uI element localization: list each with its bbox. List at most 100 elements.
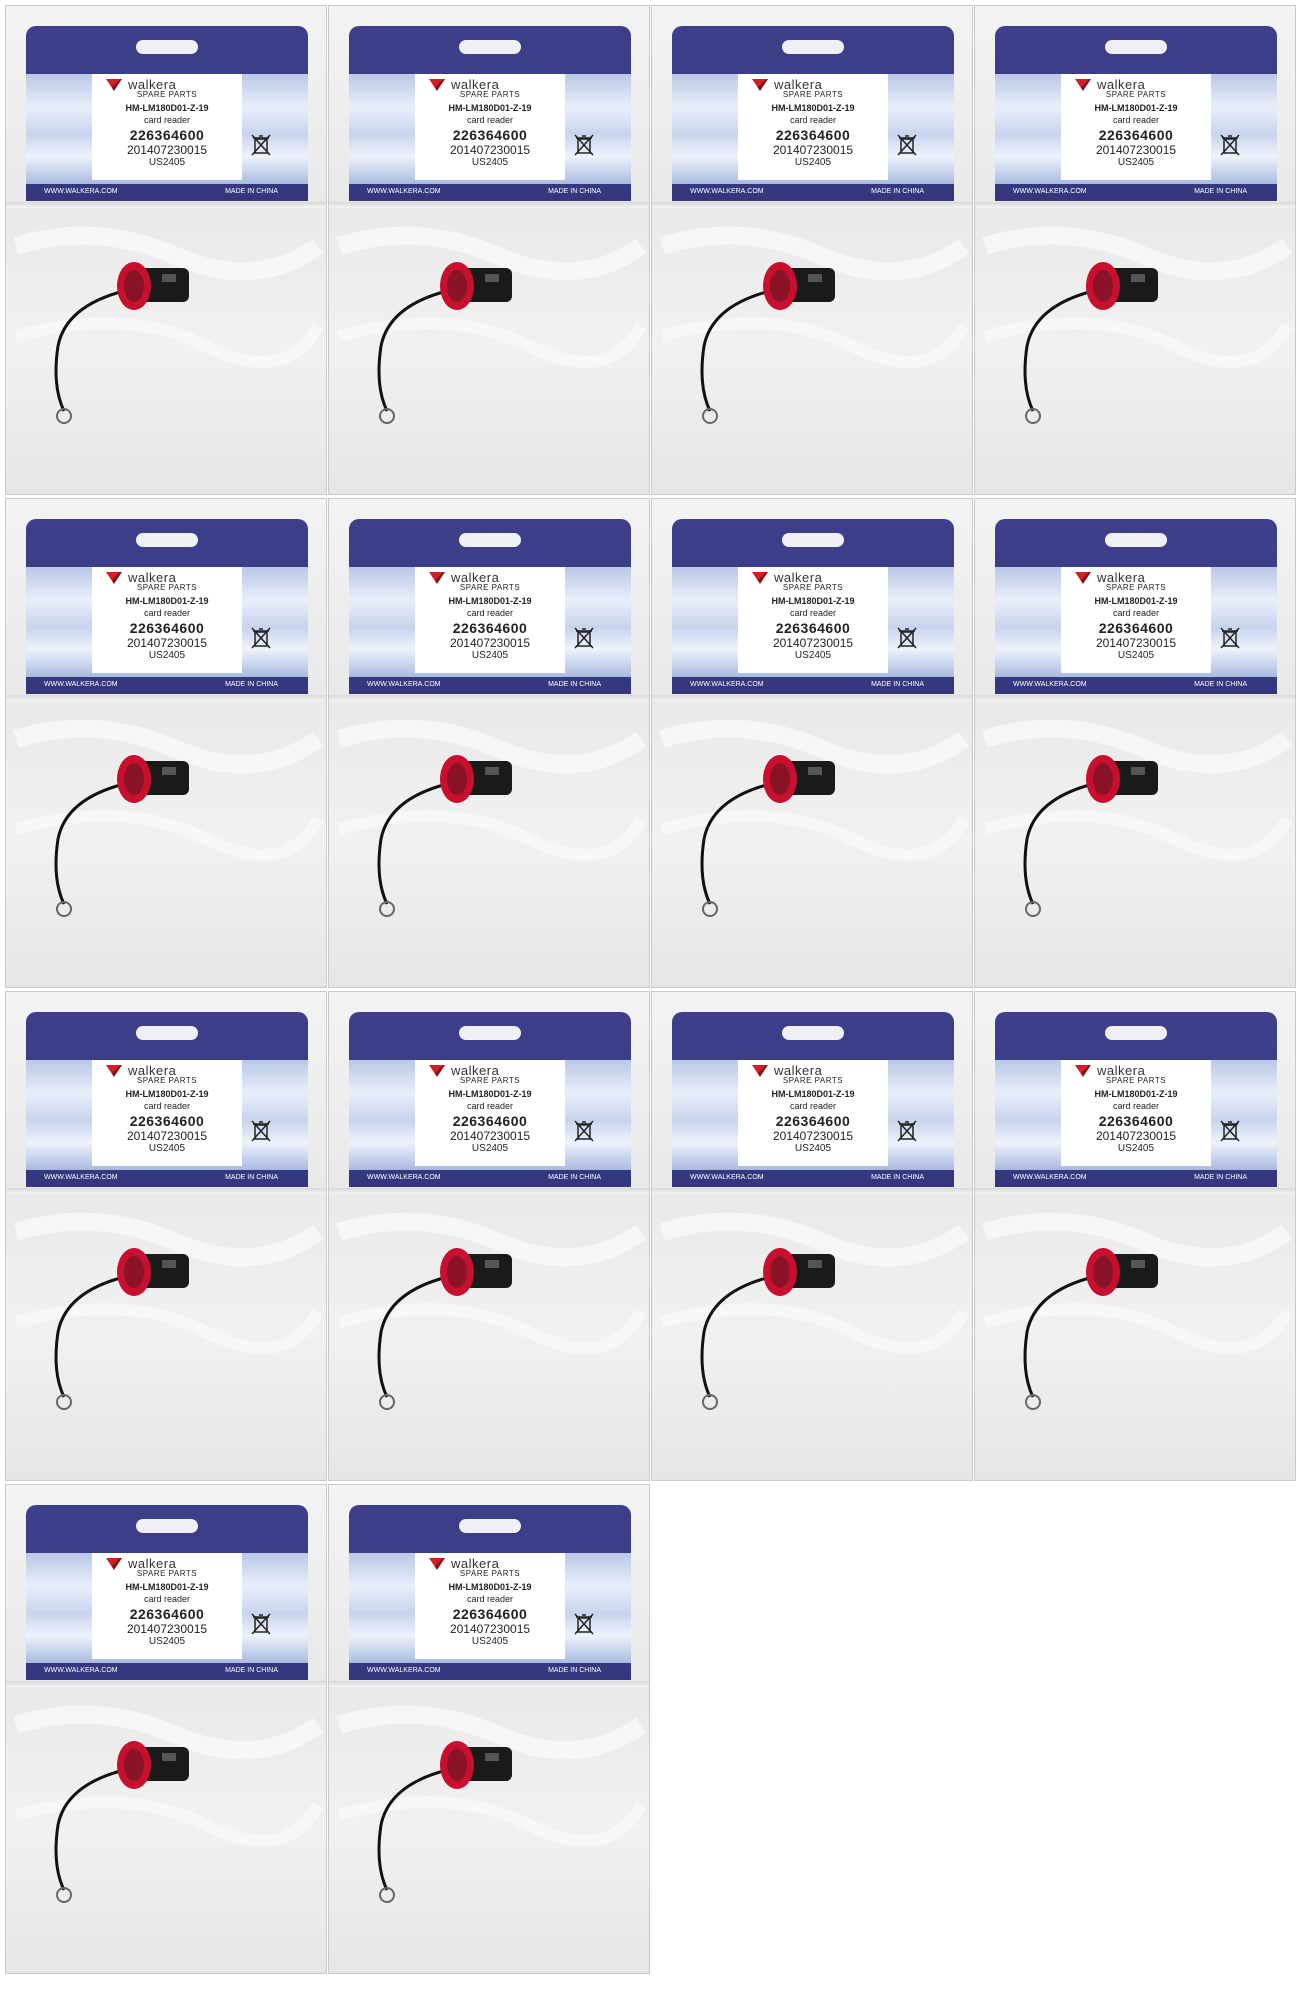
product-photo: walkera SPARE PARTS HM-LM180D01-Z-19 car… bbox=[5, 991, 327, 1481]
label-card: walkera SPARE PARTS HM-LM180D01-Z-19 car… bbox=[26, 74, 308, 184]
lot-code: US2405 bbox=[1117, 1143, 1155, 1154]
lot-code: US2405 bbox=[471, 1636, 509, 1647]
part-code: HM-LM180D01-Z-19 bbox=[1094, 1089, 1178, 1099]
reader-body bbox=[454, 761, 512, 795]
hang-hole bbox=[1105, 1026, 1167, 1040]
package-header: walkera SPARE PARTS HM-LM180D01-Z-19 car… bbox=[995, 26, 1277, 201]
lot-code: US2405 bbox=[148, 157, 186, 168]
brand-row: walkera bbox=[423, 1063, 563, 1078]
part-code: HM-LM180D01-Z-19 bbox=[771, 596, 855, 606]
brand-name: walkera bbox=[1097, 77, 1146, 92]
batch-number: 201407230015 bbox=[126, 636, 208, 650]
package-header: walkera SPARE PARTS HM-LM180D01-Z-19 car… bbox=[995, 1012, 1277, 1187]
part-name: card reader bbox=[143, 1101, 191, 1111]
bag-seal bbox=[329, 202, 649, 208]
batch-number: 201407230015 bbox=[449, 1622, 531, 1636]
cable bbox=[377, 1275, 448, 1398]
brand-row: walkera bbox=[1069, 1063, 1209, 1078]
keyring bbox=[379, 408, 395, 424]
crossed-bin-icon bbox=[1220, 134, 1240, 156]
website: WWW.WALKERA.COM bbox=[44, 188, 118, 195]
brand-row: walkera bbox=[100, 1556, 240, 1571]
reader-cap bbox=[117, 1741, 151, 1789]
keyring bbox=[702, 1394, 718, 1410]
subtitle: SPARE PARTS bbox=[459, 1569, 521, 1578]
product-photo: walkera SPARE PARTS HM-LM180D01-Z-19 car… bbox=[328, 498, 650, 988]
website: WWW.WALKERA.COM bbox=[44, 681, 118, 688]
part-name: card reader bbox=[1112, 1101, 1160, 1111]
bag-seal bbox=[329, 1188, 649, 1194]
hang-hole bbox=[136, 1519, 198, 1533]
lot-code: US2405 bbox=[471, 650, 509, 661]
label-card: walkera SPARE PARTS HM-LM180D01-Z-19 car… bbox=[26, 1553, 308, 1663]
part-code: HM-LM180D01-Z-19 bbox=[771, 103, 855, 113]
reader-cap bbox=[440, 1741, 474, 1789]
brand-name: walkera bbox=[451, 1556, 500, 1571]
barcode-number: 226364600 bbox=[452, 1606, 528, 1622]
hang-hole bbox=[782, 533, 844, 547]
brand-row: walkera bbox=[423, 77, 563, 92]
package-header: walkera SPARE PARTS HM-LM180D01-Z-19 car… bbox=[349, 26, 631, 201]
hang-hole bbox=[782, 1026, 844, 1040]
lot-code: US2405 bbox=[148, 1636, 186, 1647]
cable bbox=[700, 289, 771, 412]
crossed-bin-icon bbox=[574, 134, 594, 156]
website: WWW.WALKERA.COM bbox=[1013, 681, 1087, 688]
reader-cap bbox=[117, 262, 151, 310]
product-photo: walkera SPARE PARTS HM-LM180D01-Z-19 car… bbox=[328, 991, 650, 1481]
keyring bbox=[702, 901, 718, 917]
website: WWW.WALKERA.COM bbox=[367, 1174, 441, 1181]
part-name: card reader bbox=[1112, 115, 1160, 125]
product-label: walkera SPARE PARTS HM-LM180D01-Z-19 car… bbox=[1061, 567, 1211, 673]
subtitle: SPARE PARTS bbox=[136, 583, 198, 592]
package-footer: WWW.WALKERA.COM MADE IN CHINA bbox=[349, 184, 631, 201]
part-name: card reader bbox=[789, 115, 837, 125]
cable bbox=[700, 782, 771, 905]
brand-name: walkera bbox=[774, 1063, 823, 1078]
cable bbox=[377, 289, 448, 412]
brand-name: walkera bbox=[451, 1063, 500, 1078]
part-code: HM-LM180D01-Z-19 bbox=[125, 103, 209, 113]
product-photo: walkera SPARE PARTS HM-LM180D01-Z-19 car… bbox=[328, 5, 650, 495]
product-photo: walkera SPARE PARTS HM-LM180D01-Z-19 car… bbox=[974, 5, 1296, 495]
crossed-bin-icon bbox=[897, 627, 917, 649]
keyring bbox=[379, 1887, 395, 1903]
hang-hole bbox=[459, 40, 521, 54]
product-label: walkera SPARE PARTS HM-LM180D01-Z-19 car… bbox=[92, 1553, 242, 1659]
product-label: walkera SPARE PARTS HM-LM180D01-Z-19 car… bbox=[415, 567, 565, 673]
subtitle: SPARE PARTS bbox=[1105, 90, 1167, 99]
label-card: walkera SPARE PARTS HM-LM180D01-Z-19 car… bbox=[995, 74, 1277, 184]
part-name: card reader bbox=[143, 1594, 191, 1604]
lot-code: US2405 bbox=[794, 157, 832, 168]
product-photo: walkera SPARE PARTS HM-LM180D01-Z-19 car… bbox=[974, 498, 1296, 988]
crossed-bin-icon bbox=[251, 1120, 271, 1142]
reader-body bbox=[131, 761, 189, 795]
lot-code: US2405 bbox=[148, 1143, 186, 1154]
part-name: card reader bbox=[1112, 608, 1160, 618]
lot-code: US2405 bbox=[471, 157, 509, 168]
batch-number: 201407230015 bbox=[449, 636, 531, 650]
brand-row: walkera bbox=[1069, 570, 1209, 585]
crossed-bin-icon bbox=[251, 1613, 271, 1635]
crossed-bin-icon bbox=[897, 134, 917, 156]
barcode-number: 226364600 bbox=[129, 127, 205, 143]
brand-name: walkera bbox=[128, 1063, 177, 1078]
part-name: card reader bbox=[466, 115, 514, 125]
reader-cap bbox=[117, 755, 151, 803]
subtitle: SPARE PARTS bbox=[459, 583, 521, 592]
bag-seal bbox=[6, 695, 326, 701]
website: WWW.WALKERA.COM bbox=[1013, 1174, 1087, 1181]
barcode-number: 226364600 bbox=[452, 620, 528, 636]
website: WWW.WALKERA.COM bbox=[367, 188, 441, 195]
bag-seal bbox=[329, 1681, 649, 1687]
lot-code: US2405 bbox=[148, 650, 186, 661]
brand-row: walkera bbox=[100, 570, 240, 585]
product-label: walkera SPARE PARTS HM-LM180D01-Z-19 car… bbox=[738, 74, 888, 180]
lot-code: US2405 bbox=[1117, 650, 1155, 661]
batch-number: 201407230015 bbox=[1095, 636, 1177, 650]
crossed-bin-icon bbox=[897, 1120, 917, 1142]
subtitle: SPARE PARTS bbox=[136, 1076, 198, 1085]
brand-row: walkera bbox=[423, 570, 563, 585]
brand-name: walkera bbox=[774, 77, 823, 92]
hang-hole bbox=[1105, 40, 1167, 54]
